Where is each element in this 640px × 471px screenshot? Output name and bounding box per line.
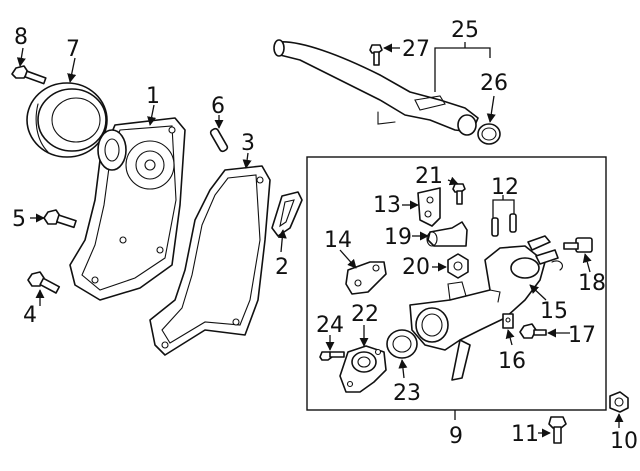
callout-23: 23 bbox=[393, 381, 421, 406]
thermostat[interactable] bbox=[339, 345, 387, 393]
bracket-bolt[interactable] bbox=[452, 183, 466, 205]
nut[interactable] bbox=[609, 391, 629, 413]
pump-bolt-lower[interactable] bbox=[27, 271, 61, 294]
callout-1: 1 bbox=[146, 84, 160, 109]
callout-14: 14 bbox=[324, 228, 352, 253]
dowel-pin[interactable] bbox=[209, 127, 229, 153]
housing-pins[interactable] bbox=[491, 213, 517, 237]
callout-19: 19 bbox=[384, 225, 412, 250]
pipe-bolt[interactable] bbox=[369, 44, 383, 66]
callout-25: 25 bbox=[451, 18, 479, 43]
callout-16: 16 bbox=[498, 349, 526, 374]
pump-gasket[interactable] bbox=[149, 165, 271, 356]
pulley[interactable] bbox=[26, 82, 108, 158]
callout-3: 3 bbox=[241, 131, 255, 156]
callout-27: 27 bbox=[402, 37, 430, 62]
coolant-sensor[interactable] bbox=[551, 237, 593, 271]
housing-bolt[interactable] bbox=[519, 323, 547, 339]
pulley-bolt[interactable] bbox=[11, 65, 47, 85]
pipe-o-ring[interactable] bbox=[477, 123, 501, 145]
callout-11: 11 bbox=[511, 422, 539, 447]
callout-22: 22 bbox=[351, 302, 379, 327]
coolant-pipe[interactable] bbox=[273, 39, 479, 136]
callout-4: 4 bbox=[23, 303, 37, 328]
callout-24: 24 bbox=[316, 313, 344, 338]
callout-5: 5 bbox=[12, 207, 26, 232]
housing-gasket[interactable] bbox=[345, 261, 387, 295]
callout-17: 17 bbox=[568, 323, 596, 348]
callout-10: 10 bbox=[610, 429, 638, 454]
pump-bolt-upper[interactable] bbox=[43, 209, 77, 229]
water-pump[interactable] bbox=[69, 117, 186, 301]
callout-13: 13 bbox=[373, 193, 401, 218]
callout-2: 2 bbox=[275, 255, 289, 280]
thermostat-housing[interactable] bbox=[409, 235, 559, 381]
housing-bracket[interactable] bbox=[417, 187, 441, 227]
callout-6: 6 bbox=[211, 94, 225, 119]
callout-labels: 1 2 3 4 5 6 7 8 9 10 11 12 13 14 15 16 1… bbox=[12, 18, 638, 454]
callout-8: 8 bbox=[14, 25, 28, 50]
thermostat-bolt[interactable] bbox=[319, 351, 345, 361]
callout-18: 18 bbox=[578, 271, 606, 296]
callout-15: 15 bbox=[540, 299, 568, 324]
callout-9: 9 bbox=[449, 424, 463, 449]
inlet-bolt[interactable] bbox=[548, 416, 567, 444]
hose-clip[interactable] bbox=[502, 313, 514, 329]
thermostat-gasket[interactable] bbox=[386, 329, 418, 359]
small-gasket[interactable] bbox=[271, 191, 303, 237]
callout-26: 26 bbox=[480, 71, 508, 96]
callout-12: 12 bbox=[491, 175, 519, 200]
callout-20: 20 bbox=[402, 255, 430, 280]
callout-21: 21 bbox=[415, 164, 443, 189]
leader-lines bbox=[16, 42, 624, 438]
callout-7: 7 bbox=[66, 37, 80, 62]
inset-frame bbox=[306, 156, 607, 411]
sensor-gasket[interactable] bbox=[447, 253, 469, 279]
